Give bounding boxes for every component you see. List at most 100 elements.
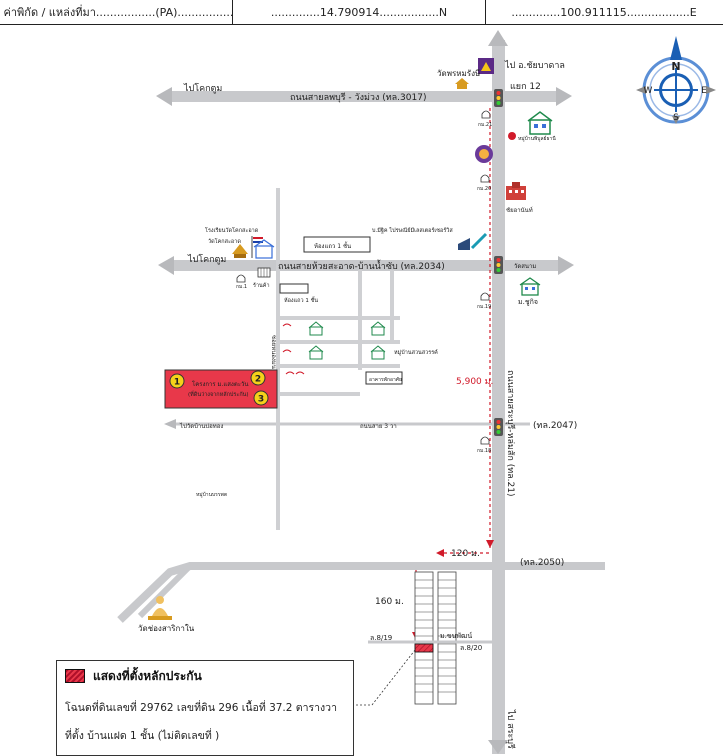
highway-21-arrow-north	[488, 30, 508, 46]
village-panorpa-label: หมู่บ้านบรรพต	[196, 491, 227, 498]
km-marker-icon	[236, 274, 246, 283]
compass-w: W	[644, 86, 653, 96]
latitude-cell: ..............14.790914.................…	[233, 0, 486, 24]
legend-title: แสดงที่ตั้งหลักประกัน	[93, 669, 202, 683]
house-red-icon	[282, 323, 292, 327]
target-sub-label: (ที่ดินว่างจากหลักประกัน)	[188, 390, 249, 398]
housing-plots	[414, 571, 457, 705]
direction-bo-tham: ไปวัดบ้านบ่อทอง	[179, 422, 223, 430]
km-marker-icon	[480, 292, 490, 301]
school-flag-icon	[251, 236, 275, 259]
marker-3: 3	[253, 390, 269, 406]
road-2034-label: ถนนสายห้วยสะอาด-บ้านน้ำซับ (ทล.2034)	[278, 259, 445, 272]
road-3017	[170, 91, 560, 102]
building-icon	[506, 182, 526, 200]
legend-deed-line: โฉนดที่ดินเลขที่ 29762 เลขที่ดิน 296 เนื…	[65, 702, 337, 714]
compass-e: E	[701, 86, 707, 96]
factory-icon	[458, 238, 470, 250]
road-2034-arrow-west	[158, 256, 174, 275]
km1-label: กม.1	[236, 284, 247, 290]
direction-chaibadan: ไป อ.ชัยบาดาล	[504, 60, 565, 71]
residence-label: อาคารพักอาศัย	[369, 377, 402, 383]
wat-sanam-label: วัดสนาม	[514, 263, 536, 270]
km-marker-icon	[481, 110, 491, 119]
direction-khoktum-2: ไปโคกตูม	[187, 254, 226, 265]
km21-label: กม.21	[478, 122, 492, 128]
marker-2: 2	[250, 370, 266, 386]
moo-panpat-label: ม.ขนพัฒน์	[440, 632, 472, 640]
village-house-icon	[527, 111, 553, 135]
traffic-light-junction12	[494, 89, 503, 107]
gas-station-icon	[508, 132, 516, 140]
svg-text:2: 2	[255, 375, 261, 385]
compass-icon: N S W E	[636, 36, 716, 124]
distance-160: 160 ม.	[375, 597, 404, 607]
townhouse-box	[303, 236, 371, 253]
village-house-icon	[519, 277, 541, 296]
temple-icon	[232, 244, 248, 258]
road-2034	[172, 260, 560, 271]
village-phibunthani-label: หมู่บ้านพิบูลย์ธานี	[518, 135, 556, 142]
townhouse-top-label: ห้องแถว 1 ชั้น	[314, 240, 351, 250]
soi-8-20-label: ล.8/20	[460, 644, 482, 652]
village-lanes	[276, 188, 400, 530]
road-2050	[117, 562, 492, 623]
village-sawan-label: หมู่บ้านสวนสวรรค์	[394, 349, 438, 356]
school-label: โรงเรียนวัดโคกสะอาด	[205, 226, 259, 234]
coord-label: ค่าพิกัด / แหล่งที่มา	[3, 6, 96, 19]
legend-location-line: ที่ตั้ง บ้านแฝด 1 ชั้น (ไม่ติดเลขที่ )	[65, 730, 220, 742]
distance-120: 120 ม.	[451, 549, 480, 559]
distance-5900: 5,900 ม.	[456, 377, 493, 387]
company-label: บ.มีฐิค ไปรษณีย์มีเลสเตอร์เซอร์วิส	[372, 227, 453, 234]
latitude-value: 14.790914	[319, 6, 380, 19]
km-marker-icon	[480, 436, 490, 445]
wat-chongsakrakan-label: วัดช่องสาริกาใน	[138, 624, 195, 633]
shop-icon	[257, 267, 271, 278]
highway-21-road	[492, 40, 505, 754]
buddha-statue-icon	[148, 596, 172, 620]
soi-8-19-label: ล.8/19	[370, 634, 392, 642]
longitude-value: 100.911115	[560, 6, 627, 19]
direction-saraburi: ไป สระบุรี	[505, 709, 516, 749]
traffic-light-2034	[494, 256, 503, 274]
svg-text:1: 1	[174, 378, 180, 388]
km18-label: กม.18	[477, 448, 491, 454]
road-2050-label: (ทล.2050)	[520, 558, 564, 568]
village-suke-label: ม.ชูกิจ	[518, 298, 538, 306]
temple-icon	[455, 78, 469, 89]
road-21-label: ถนนสายสระบุรี-หล่มสัก (ทล.21)	[505, 370, 516, 497]
coord-source-cell: ค่าพิกัด / แหล่งที่มา.................(P…	[0, 0, 233, 24]
target-name-label: โครงการ ม.แสงตะวัน	[192, 380, 248, 388]
coordinate-header: ค่าพิกัด / แหล่งที่มา.................(P…	[0, 0, 723, 25]
village-house-icon	[308, 321, 386, 360]
police-label: ชัยอานันท์	[506, 206, 533, 214]
collateral-swatch	[65, 669, 85, 683]
shop-label: ร้านค้า	[253, 282, 270, 289]
highway-21-arrow-south	[488, 740, 508, 754]
road-2034-arrow-east	[558, 256, 574, 275]
svg-text:3: 3	[258, 395, 264, 405]
km-marker-icon	[480, 174, 490, 183]
marker-1: 1	[169, 373, 185, 389]
longitude-suffix: E	[689, 6, 697, 19]
side-road-label: ถนนสาย 3 วา	[360, 423, 397, 430]
residence-box	[365, 371, 403, 385]
traffic-light-2047	[494, 418, 503, 436]
wat-phrommarangsi-label: วัดพรหมรังษี	[437, 69, 480, 78]
legend-box: แสดงที่ตั้งหลักประกัน โฉนดที่ดินเลขที่ 2…	[56, 660, 354, 756]
townhouse-low-label: ห้องแถว 1 ชั้น	[284, 296, 318, 304]
lane-label: ซอยหนองมน	[270, 335, 277, 369]
road-2047-label: (ทล.2047)	[533, 421, 577, 431]
km20-label: กม.20	[477, 186, 491, 192]
route-line	[415, 108, 492, 640]
coord-source: (PA)	[155, 6, 178, 19]
compass-n: N	[671, 60, 680, 73]
road-3017-arrow-west	[156, 87, 172, 106]
townhouse-low-box	[279, 283, 309, 294]
junction12-label: แยก 12	[510, 82, 541, 92]
wat-khoksaad-label: วัดโคกสะอาด	[208, 237, 241, 245]
collateral-plot	[414, 643, 434, 653]
km19-label: กม.19	[477, 304, 491, 310]
direction-khoktum-1: ไปโคกตูม	[183, 83, 222, 94]
